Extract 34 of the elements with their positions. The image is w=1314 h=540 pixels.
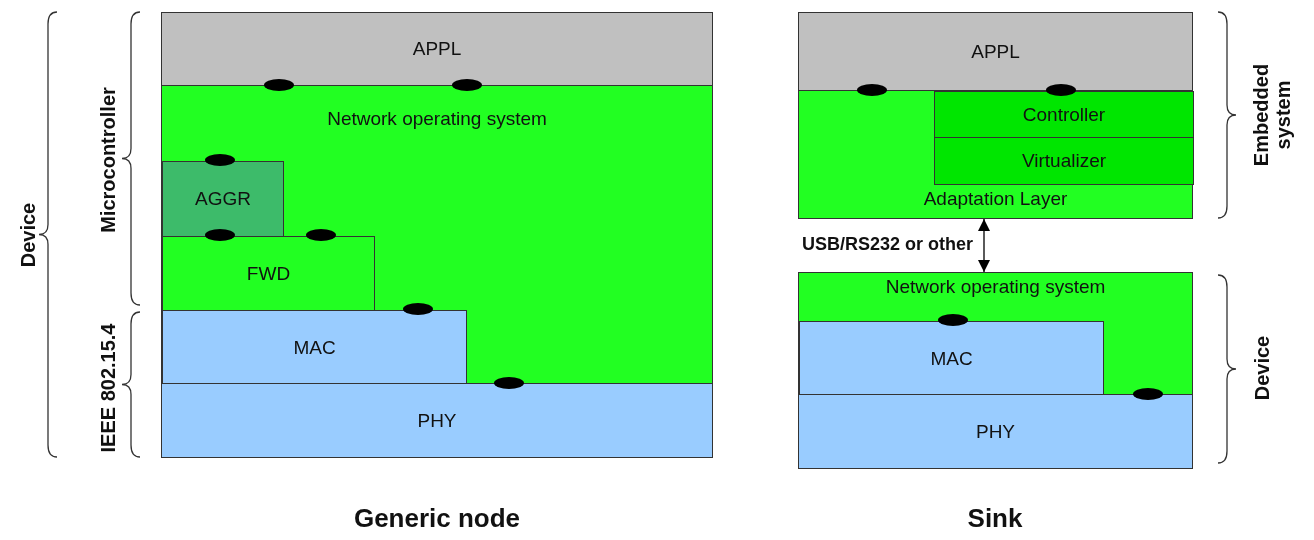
- layer-box: [798, 394, 1193, 469]
- bracket-label: Microcontroller: [97, 87, 119, 233]
- double-arrow: [978, 218, 990, 273]
- layer-label: APPL: [412, 38, 462, 60]
- layer-label: Adaptation Layer: [923, 188, 1068, 210]
- layer-label: APPL: [971, 40, 1020, 63]
- layer-box: [798, 12, 1193, 91]
- layer-box: [798, 90, 1193, 219]
- layer-box: [161, 12, 713, 86]
- layer-label: PHY: [417, 409, 457, 432]
- layer-box: [934, 137, 1194, 185]
- bracket-label: IEEE 802.15.4: [97, 323, 119, 453]
- layer-box: [799, 321, 1104, 396]
- layer-box: [161, 383, 713, 458]
- layer-box: [934, 91, 1194, 138]
- layer-label: Controller: [1022, 103, 1106, 126]
- layer-box: [162, 310, 467, 385]
- layer-label: Virtualizer: [1021, 150, 1107, 172]
- layer-label: MAC: [293, 336, 336, 359]
- layer-label: Network operating system: [885, 276, 1106, 298]
- layer-label: MAC: [930, 347, 973, 370]
- layer-box: [798, 272, 1193, 395]
- layer-label: FWD: [246, 262, 291, 285]
- layer-box: [162, 236, 375, 311]
- bracket-label: Device: [1251, 335, 1273, 401]
- bracket-label: Device: [17, 202, 39, 268]
- layer-label: PHY: [975, 420, 1016, 443]
- layer-label: AGGR: [195, 188, 251, 210]
- bracket-label: Embedded system: [1250, 62, 1294, 169]
- layer-box: [161, 85, 713, 384]
- layer-label: Network operating system: [327, 108, 547, 130]
- layer-box: [162, 161, 284, 237]
- diagram-caption: Generic node: [353, 502, 521, 534]
- diagram-caption: Sink: [967, 502, 1023, 534]
